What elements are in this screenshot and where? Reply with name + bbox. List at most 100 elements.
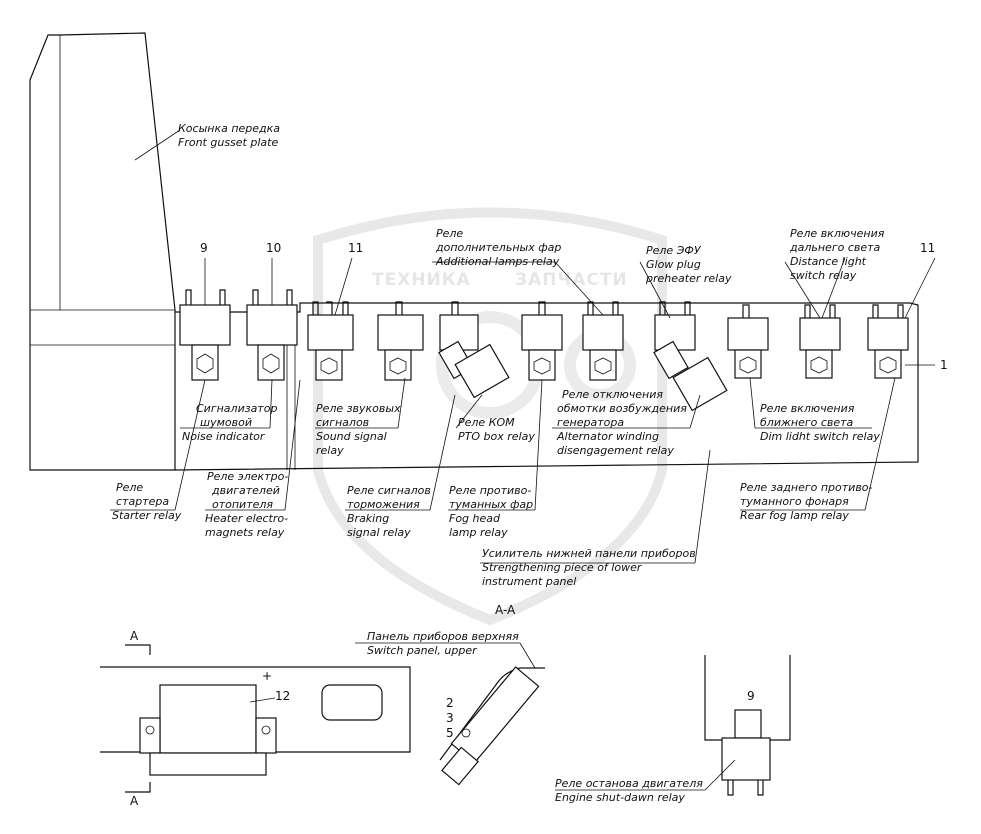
label-starter: Реле стартера Starter relay <box>112 481 182 522</box>
svg-text:disengagement relay: disengagement relay <box>557 444 674 457</box>
relay-fog-head <box>521 301 563 381</box>
label-distance-light: Реле включения дальнего света Distance l… <box>789 227 885 282</box>
bottom-left-view: A A 12 + <box>100 629 411 808</box>
svg-text:switch relay: switch relay <box>790 269 857 282</box>
svg-text:Реле сигналов: Реле сигналов <box>347 484 431 497</box>
relay-sound-signal <box>307 301 354 381</box>
svg-text:relay: relay <box>316 444 344 457</box>
number-9-top: 9 <box>200 241 208 255</box>
number-9-bottom: 9 <box>747 689 755 703</box>
label-noise-indicator: Сигнализатор шумовой Noise indicator <box>182 402 277 443</box>
svg-text:Alternator winding: Alternator winding <box>556 430 659 443</box>
label-fog-head: Реле противо- туманных фар Fog head lamp… <box>449 484 533 539</box>
svg-text:Косынка передка: Косынка передка <box>178 122 280 135</box>
svg-text:Реле звуковых: Реле звуковых <box>316 402 401 415</box>
svg-text:PTO box relay: PTO box relay <box>458 430 535 443</box>
svg-text:Front gusset plate: Front gusset plate <box>178 136 278 149</box>
svg-text:Strengthening piece of lower: Strengthening piece of lower <box>482 561 643 574</box>
relay-pto-box <box>438 301 510 399</box>
svg-text:Сигнализатор: Сигнализатор <box>196 402 277 415</box>
svg-text:шумовой: шумовой <box>200 416 252 429</box>
label-dim-light: Реле включения ближнего света Dim lidht … <box>760 402 880 443</box>
svg-text:Реле ЭФУ: Реле ЭФУ <box>646 244 702 257</box>
relay-10 <box>246 289 298 381</box>
svg-text:дальнего света: дальнего света <box>789 241 881 254</box>
svg-text:дополнительных фар: дополнительных фар <box>435 241 561 254</box>
svg-text:Усилитель нижней панели прибор: Усилитель нижней панели приборов <box>482 547 696 560</box>
bottom-right-view: 9 Реле останова двигателя Engine shut-da… <box>555 655 791 804</box>
svg-text:Реле включения: Реле включения <box>760 402 855 415</box>
svg-text:генератора: генератора <box>557 416 624 429</box>
label-sound-signal: Реле звуковых сигналов Sound signal rela… <box>316 402 401 457</box>
number-3: 3 <box>446 711 454 725</box>
svg-text:Dim lidht switch relay: Dim lidht switch relay <box>760 430 880 443</box>
svg-text:Реле: Реле <box>116 481 143 494</box>
svg-text:magnets relay: magnets relay <box>205 526 285 539</box>
svg-text:Реле электро-: Реле электро- <box>207 470 288 483</box>
section-aa-label: A-A <box>495 603 516 617</box>
svg-text:Heater electro-: Heater electro- <box>205 512 288 525</box>
svg-text:обмотки возбуждения: обмотки возбуждения <box>557 402 687 415</box>
relay-rear-fog <box>867 304 909 379</box>
label-glow-plug: Реле ЭФУ Glow plug preheater relay <box>645 244 732 285</box>
svg-text:+: + <box>262 669 272 683</box>
svg-text:Реле: Реле <box>436 227 463 240</box>
svg-text:туманных фар: туманных фар <box>449 498 533 511</box>
label-strengthening: Усилитель нижней панели приборов Strengt… <box>482 547 696 588</box>
watermark-left: ТЕХНИКА <box>372 270 471 290</box>
section-a-a: A-A 2 3 5 Панель приборов верхняя Switch… <box>355 603 545 786</box>
svg-text:Реле КОМ: Реле КОМ <box>458 416 515 429</box>
svg-text:preheater relay: preheater relay <box>645 272 732 285</box>
label-rear-fog: Реле заднего противо- туманного фонаря R… <box>740 481 873 522</box>
label-front-gusset: Косынка передка Front gusset plate <box>178 122 280 149</box>
svg-text:Rear fog lamp relay: Rear fog lamp relay <box>740 509 849 522</box>
number-12: 12 <box>275 689 290 703</box>
svg-text:Noise indicator: Noise indicator <box>182 430 266 443</box>
svg-text:Реле заднего противо-: Реле заднего противо- <box>740 481 873 494</box>
number-11-right: 11 <box>920 241 935 255</box>
number-1: 1 <box>940 358 948 372</box>
svg-text:ближнего света: ближнего света <box>760 416 854 429</box>
section-a-bottom: A <box>130 794 139 808</box>
svg-text:Реле включения: Реле включения <box>790 227 885 240</box>
svg-text:туманного фонаря: туманного фонаря <box>740 495 849 508</box>
label-additional-lamps: Реле дополнительных фар Additional lamps… <box>435 227 561 268</box>
svg-text:Distance light: Distance light <box>790 255 867 268</box>
relay-braking <box>377 301 424 381</box>
label-switch-panel-en: Switch panel, upper <box>367 644 478 657</box>
number-11-left: 11 <box>348 241 363 255</box>
number-10-top: 10 <box>266 241 281 255</box>
svg-text:lamp relay: lamp relay <box>449 526 508 539</box>
label-engine-shutdown-en: Engine shut-dawn relay <box>555 791 685 804</box>
svg-text:отопителя: отопителя <box>212 498 273 511</box>
number-2: 2 <box>446 696 454 710</box>
section-a-top: A <box>130 629 139 643</box>
label-pto-box: Реле КОМ PTO box relay <box>458 416 535 443</box>
label-engine-shutdown-ru: Реле останова двигателя <box>555 777 703 790</box>
svg-text:instrument panel: instrument panel <box>482 575 576 588</box>
svg-text:стартера: стартера <box>116 495 169 508</box>
number-5: 5 <box>446 726 454 740</box>
svg-text:Glow plug: Glow plug <box>646 258 701 271</box>
svg-text:Реле отключения: Реле отключения <box>562 388 663 401</box>
svg-text:Sound signal: Sound signal <box>316 430 387 443</box>
svg-text:Additional lamps relay: Additional lamps relay <box>435 255 560 268</box>
relay-9 <box>179 289 231 381</box>
label-switch-panel-ru: Панель приборов верхняя <box>367 630 519 643</box>
svg-text:Braking: Braking <box>347 512 389 525</box>
relay-glow-plug <box>653 301 728 412</box>
svg-text:сигналов: сигналов <box>316 416 369 429</box>
svg-text:Реле противо-: Реле противо- <box>449 484 531 497</box>
label-alternator: Реле отключения обмотки возбуждения гене… <box>556 388 687 457</box>
svg-text:Fog head: Fog head <box>449 512 501 525</box>
svg-text:торможения: торможения <box>347 498 420 511</box>
leader-lines <box>110 129 936 564</box>
svg-text:signal relay: signal relay <box>347 526 411 539</box>
svg-text:Starter relay: Starter relay <box>112 509 182 522</box>
relay-distance-light <box>799 304 841 379</box>
relay-dim-light <box>727 304 769 379</box>
label-heater: Реле электро- двигателей отопителя Heate… <box>205 470 288 539</box>
label-braking: Реле сигналов торможения Braking signal … <box>347 484 431 539</box>
